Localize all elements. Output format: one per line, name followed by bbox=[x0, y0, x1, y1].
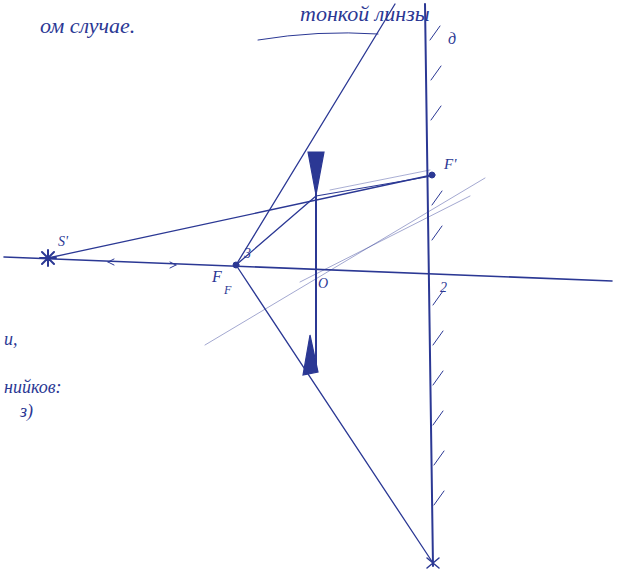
handwritten-note: ом случае. bbox=[40, 14, 135, 38]
light-ray bbox=[48, 175, 432, 258]
point-label: д bbox=[448, 30, 456, 48]
handwritten-note: и, bbox=[4, 330, 18, 350]
optical-axis bbox=[4, 257, 612, 281]
light-ray bbox=[236, 196, 316, 265]
handwritten-note: нийков: bbox=[4, 378, 61, 398]
point-label: F bbox=[212, 268, 222, 286]
focus-point bbox=[429, 172, 435, 178]
handwritten-note: з) bbox=[20, 402, 33, 422]
point-label: F bbox=[224, 284, 231, 297]
point-label: F' bbox=[444, 156, 456, 173]
axis-tick bbox=[108, 259, 114, 265]
focus-point bbox=[233, 262, 239, 268]
point-label: S' bbox=[58, 234, 68, 249]
mirror-line bbox=[425, 4, 433, 566]
construction-line bbox=[330, 170, 430, 190]
light-ray bbox=[236, 4, 395, 265]
point-label: 2 bbox=[440, 280, 447, 295]
handwritten-note: тонкой линзы bbox=[300, 2, 430, 26]
mirror-hatching bbox=[430, 26, 444, 505]
axis-tick bbox=[170, 262, 176, 268]
construction-line bbox=[300, 196, 470, 282]
construction-line bbox=[205, 178, 485, 345]
source-point bbox=[40, 250, 56, 266]
light-ray bbox=[316, 176, 432, 196]
lens-arrowhead bbox=[308, 152, 324, 195]
point-label: 3 bbox=[244, 246, 251, 261]
intersection-mark bbox=[427, 558, 439, 568]
point-label: O bbox=[318, 276, 328, 291]
ink-stroke bbox=[258, 33, 378, 40]
light-ray bbox=[236, 265, 433, 563]
